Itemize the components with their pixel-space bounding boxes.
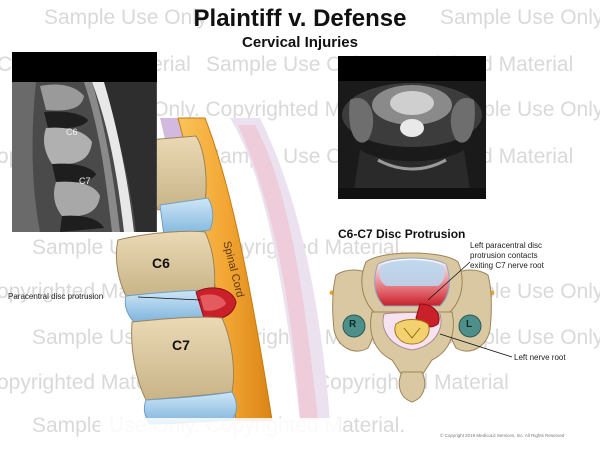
page-subtitle: Cervical Injuries bbox=[242, 34, 358, 51]
vertebra-label-c7: C7 bbox=[172, 337, 190, 353]
axial-section-heading: C6-C7 Disc Protrusion bbox=[338, 227, 466, 241]
mri-label-c6: C6 bbox=[66, 127, 78, 137]
axial-annotation-line: Left paracentral disc bbox=[470, 241, 543, 250]
nerve-root-leader-line bbox=[439, 333, 513, 358]
mri-label-c7: C7 bbox=[79, 176, 91, 186]
left-side-label: L bbox=[466, 319, 473, 330]
watermark-text: Sample Use Only bbox=[440, 6, 600, 29]
watermark-text: opyrighted Material bbox=[0, 371, 176, 394]
vertebra-c7 bbox=[131, 316, 235, 401]
nerve-root-label: Left nerve root bbox=[514, 353, 566, 362]
axial-annotation-line: exiting C7 nerve root bbox=[470, 261, 544, 270]
copyright-notice: © Copyright 2019 MedicoLit Services, Inc… bbox=[440, 433, 565, 438]
axial-mri-image bbox=[338, 56, 486, 199]
protrusion-leader-line bbox=[137, 296, 201, 301]
watermark-text: Sample Use Only bbox=[44, 6, 208, 29]
axial-vertebra-illustration bbox=[329, 252, 513, 403]
sagittal-mri-image bbox=[12, 52, 157, 232]
page-title: Plaintiff v. Defense bbox=[193, 5, 407, 32]
axial-annotation-line: protrusion contacts bbox=[470, 251, 538, 260]
annotation-leader-line bbox=[427, 261, 471, 301]
vertebra-label-c6: C6 bbox=[152, 255, 170, 271]
axial-annotation: Left paracentral disc protrusion contact… bbox=[470, 241, 544, 271]
right-side-label: R bbox=[349, 319, 357, 330]
protrusion-label: Paracentral disc protrusion bbox=[8, 292, 104, 301]
